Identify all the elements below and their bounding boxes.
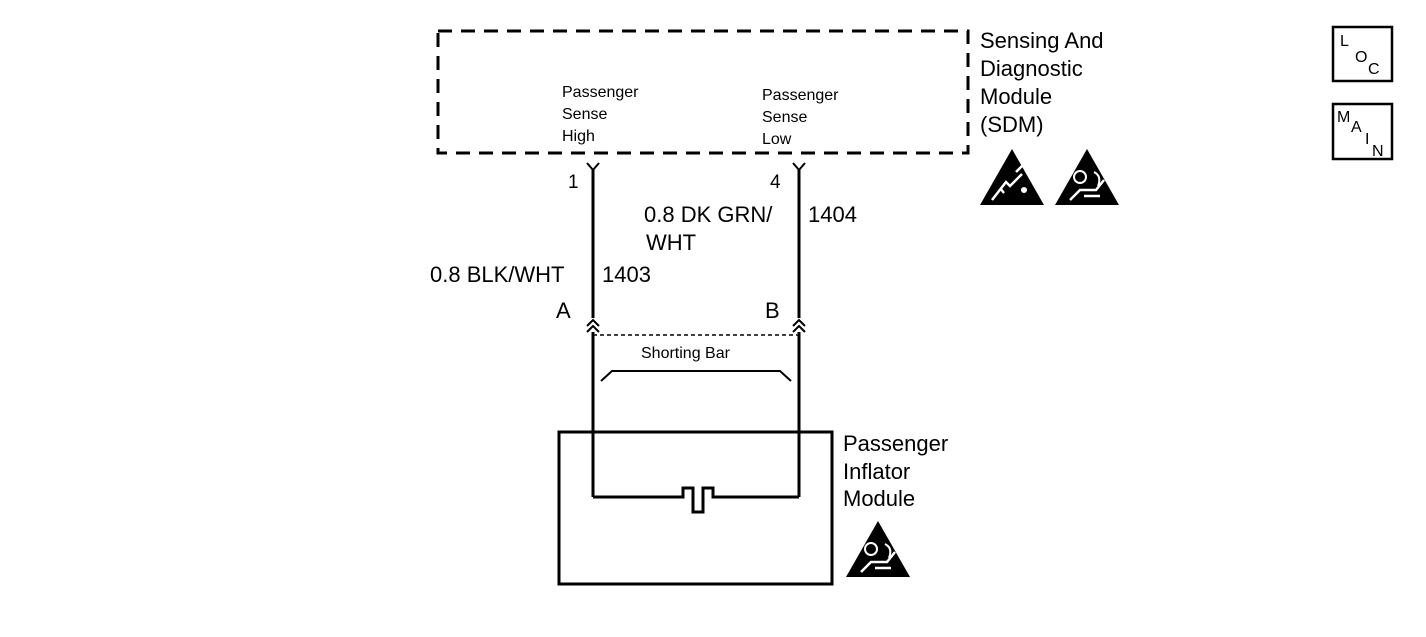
inflator-name-line-2: Inflator: [843, 459, 910, 484]
wire-1404-color-line-1: 0.8 DK GRN/: [644, 202, 773, 227]
main-icon-letter-3: I: [1365, 131, 1369, 148]
inflator-name-line-3: Module: [843, 486, 915, 511]
main-icon-letter-4: N: [1372, 143, 1384, 160]
loc-icon[interactable]: L O C: [1331, 25, 1394, 83]
main-icon-letter-2: A: [1351, 119, 1362, 136]
wire-1404-circuit: 1404: [808, 202, 857, 227]
terminal-b-chevron: [792, 318, 806, 333]
pin-low-label-line-2: Sense: [762, 109, 807, 126]
terminal-b-label: B: [765, 298, 780, 323]
sdm-name-line-2: Diagnostic: [980, 56, 1083, 81]
pin-high-label-line-2: Sense: [562, 106, 607, 123]
sdm-name-line-3: Module: [980, 84, 1052, 109]
loc-icon-letter-3: C: [1368, 61, 1380, 78]
loc-icon-letter-2: O: [1355, 49, 1367, 66]
sdm-terminal-4-chevron: [792, 162, 806, 172]
shorting-bar-label: Shorting Bar: [641, 345, 731, 362]
sdm-name-line-1: Sensing And: [980, 28, 1104, 53]
pin-high-label-line-3: High: [562, 128, 595, 145]
wire-1403-circuit: 1403: [602, 262, 651, 287]
pin-low-label-line-3: Low: [762, 131, 792, 148]
main-icon-letter-1: M: [1337, 109, 1350, 126]
pin-high-label-line-1: Passenger: [562, 84, 639, 101]
esd-warning-icon: [980, 149, 1044, 205]
pin-high-number: 1: [568, 172, 579, 193]
wire-1403-color: 0.8 BLK/WHT: [430, 262, 564, 287]
wire-1404-color-line-2: WHT: [646, 230, 696, 255]
sdm-terminal-1-chevron: [586, 162, 600, 172]
pin-low-label-line-1: Passenger: [762, 87, 839, 104]
pin-low-number: 4: [770, 172, 781, 193]
sdm-module-box: [436, 29, 970, 155]
loc-icon-letter-1: L: [1340, 33, 1349, 50]
main-icon[interactable]: M A I N: [1331, 102, 1394, 161]
inflator-squib-element: [593, 486, 799, 514]
inflator-airbag-warning-icon: [846, 521, 910, 577]
sdm-name-line-4: (SDM): [980, 112, 1044, 137]
inflator-module-box: [557, 430, 834, 586]
airbag-warning-icon: [1055, 149, 1119, 205]
terminal-a-chevron: [586, 318, 600, 333]
terminal-a-label: A: [556, 298, 571, 323]
shorting-bar-bracket: [600, 370, 792, 382]
inflator-name-line-1: Passenger: [843, 431, 948, 456]
